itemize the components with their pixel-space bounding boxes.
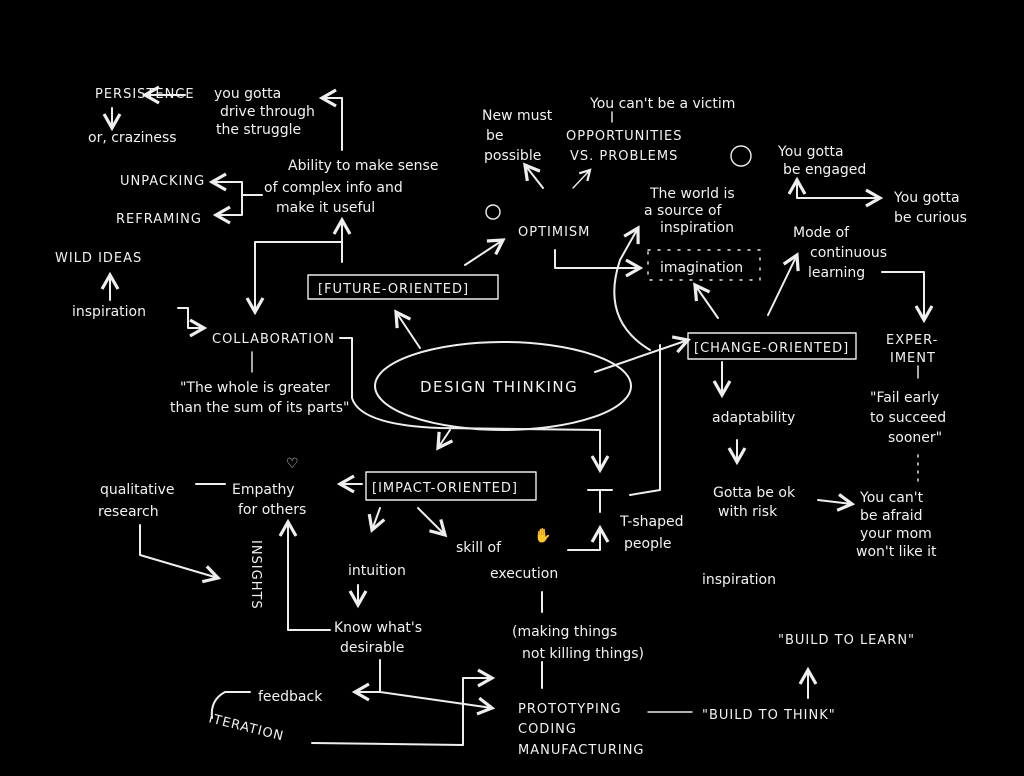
impact-oriented-label: [IMPACT-ORIENTED] <box>372 481 518 496</box>
iteration-label: ITERATION <box>207 711 285 744</box>
tshaped-line: people <box>624 536 671 552</box>
change-oriented-branch: [CHANGE-ORIENTED] The world is a source … <box>644 144 967 648</box>
hand-icon: ✋ <box>534 527 551 544</box>
center-label: DESIGN THINKING <box>420 378 578 396</box>
world-line: The world is <box>649 186 735 202</box>
feedback-label: feedback <box>258 689 323 705</box>
fail-line: to succeed <box>870 410 946 426</box>
opportunities-line: VS. PROBLEMS <box>570 149 678 164</box>
fail-line: sooner" <box>888 430 942 446</box>
intuition-label: intuition <box>348 563 406 579</box>
flower-icon <box>485 204 501 220</box>
empathy-line: Empathy <box>232 482 295 498</box>
future-oriented-branch: [FUTURE-ORIENTED] PERSISTENCE or, crazin… <box>55 86 735 416</box>
making-line: not killing things) <box>522 646 644 662</box>
learning-line: continuous <box>810 245 887 261</box>
prototyping-line: CODING <box>518 722 577 737</box>
prototyping-line: MANUFACTURING <box>518 743 645 758</box>
insights-label: INSIGHTS <box>248 540 263 610</box>
build-to-think-label: "BUILD TO THINK" <box>702 708 836 723</box>
craziness-label: or, craziness <box>88 130 177 146</box>
experiment-line: IMENT <box>890 351 936 366</box>
t-shape-icon <box>587 489 613 513</box>
new-possible-line: New must <box>482 108 553 124</box>
desirable-line: desirable <box>340 640 404 656</box>
afraid-line: your mom <box>860 526 932 542</box>
future-box <box>307 274 499 300</box>
making-line: (making things <box>512 624 617 640</box>
world-line: inspiration <box>660 220 734 236</box>
empathy-line: for others <box>238 502 306 518</box>
prototyping-line: PROTOTYPING <box>518 702 622 717</box>
whole-line: "The whole is greater <box>180 380 330 396</box>
skill-line: skill of <box>456 540 502 556</box>
change-oriented-label: [CHANGE-ORIENTED] <box>694 341 849 356</box>
afraid-line: You can't <box>859 490 924 506</box>
wild-ideas-label: WILD IDEAS <box>55 251 142 266</box>
risk-line: with risk <box>718 504 778 520</box>
impact-oriented-branch: [IMPACT-ORIENTED] Empathy for others qua… <box>98 481 836 758</box>
future-oriented-label: [FUTURE-ORIENTED] <box>318 282 469 297</box>
imagination-label: imagination <box>660 260 743 276</box>
victim-label: You can't be a victim <box>589 96 735 112</box>
reframing-label: REFRAMING <box>116 212 202 227</box>
afraid-line: won't like it <box>856 544 937 560</box>
unpacking-label: UNPACKING <box>120 174 205 189</box>
experiment-line: EXPER- <box>886 333 938 348</box>
engaged-line: be engaged <box>783 162 866 178</box>
drive-line: the struggle <box>216 122 301 138</box>
curious-line: You gotta <box>893 190 960 206</box>
ability-line: make it useful <box>276 200 375 216</box>
risk-line: Gotta be ok <box>713 485 796 501</box>
inspiration-label: inspiration <box>72 304 146 320</box>
connectors <box>100 85 934 746</box>
change-box <box>687 332 857 360</box>
fail-line: "Fail early <box>870 390 939 406</box>
whole-line: than the sum of its parts" <box>170 400 349 416</box>
skill-line: execution <box>490 566 558 582</box>
globe-icon <box>730 145 752 167</box>
ability-line: Ability to make sense <box>288 158 438 174</box>
center-ellipse <box>374 341 632 431</box>
optimism-label: OPTIMISM <box>518 225 590 240</box>
desirable-line: Know what's <box>334 620 422 636</box>
opportunities-line: OPPORTUNITIES <box>566 129 683 144</box>
adaptability-label: adaptability <box>712 410 795 426</box>
qualitative-line: research <box>98 504 159 520</box>
inspiration-label-2: inspiration <box>702 572 776 588</box>
engaged-line: You gotta <box>777 144 844 160</box>
qualitative-line: qualitative <box>100 482 174 498</box>
new-possible-line: be <box>486 128 504 144</box>
drive-line: drive through <box>220 104 315 120</box>
tshaped-line: T-shaped <box>619 514 683 530</box>
learning-line: Mode of <box>793 225 850 241</box>
heart-icon: ♡ <box>286 456 299 472</box>
build-to-learn-label: "BUILD TO LEARN" <box>778 633 915 648</box>
curious-line: be curious <box>894 210 967 226</box>
impact-box <box>365 471 537 501</box>
new-possible-line: possible <box>484 148 541 164</box>
learning-line: learning <box>808 265 865 281</box>
afraid-line: be afraid <box>860 508 923 524</box>
persistence-label: PERSISTENCE <box>95 87 195 102</box>
ability-line: of complex info and <box>264 180 403 196</box>
drive-line: you gotta <box>214 86 281 102</box>
world-line: a source of <box>644 203 723 219</box>
collaboration-label: COLLABORATION <box>212 332 335 347</box>
